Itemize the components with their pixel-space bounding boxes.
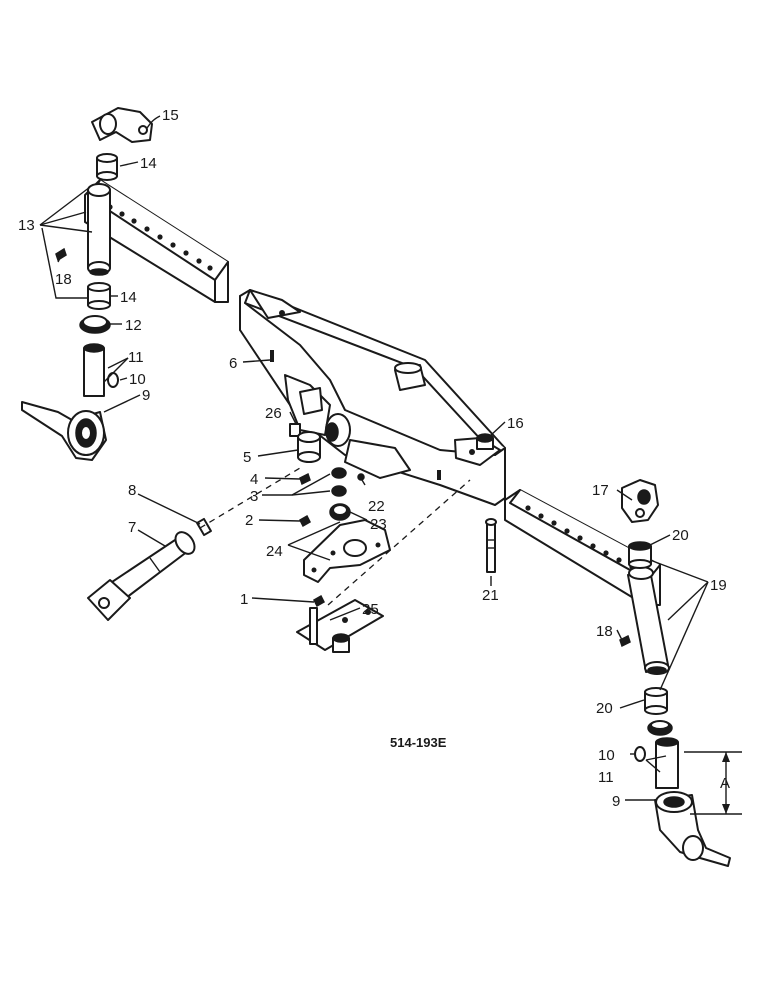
centerline-plate — [327, 479, 471, 606]
right-extension-arm — [504, 489, 670, 675]
callout-12: 12 — [125, 317, 142, 334]
nut-22 — [357, 473, 365, 481]
spindle-9-right — [654, 791, 731, 867]
pin-8 — [196, 517, 212, 537]
leader-lines — [39, 115, 709, 801]
fitting-2 — [299, 514, 311, 528]
callout-7: 7 — [128, 519, 136, 536]
callout-14-bottom: 14 — [120, 289, 137, 306]
fitting-4 — [299, 472, 311, 486]
clamp-17 — [621, 479, 659, 523]
left-extension-arm — [84, 179, 229, 303]
callout-6: 6 — [229, 355, 237, 372]
callout-5: 5 — [243, 449, 251, 466]
bushing-14-bottom — [87, 282, 111, 310]
callout-19: 19 — [710, 577, 727, 594]
callout-9-left: 9 — [142, 387, 150, 404]
callout-3: 3 — [250, 488, 258, 505]
callout-4: 4 — [250, 471, 258, 488]
seal-right — [647, 720, 673, 736]
seal-23 — [329, 503, 351, 521]
kingpin-11-left — [83, 343, 105, 397]
callout-20-bottom: 20 — [596, 700, 613, 717]
callout-20-top: 20 — [672, 527, 689, 544]
callout-26: 26 — [265, 405, 282, 422]
bushing-14-top — [96, 153, 118, 181]
plate-25 — [296, 599, 384, 653]
bushing-20-bottom — [644, 687, 668, 715]
grease-fitting-18-right — [619, 634, 631, 648]
bolt-21 — [485, 518, 497, 573]
pivot-pin-7 — [87, 531, 196, 621]
callout-24: 24 — [266, 543, 283, 560]
callout-10-left: 10 — [129, 371, 146, 388]
key-10-left — [107, 372, 119, 388]
callout-9-right: 9 — [612, 793, 620, 810]
dimension-a — [684, 751, 742, 815]
centerline-pin — [199, 467, 301, 529]
callout-23: 23 — [370, 516, 387, 533]
callout-11-right: 11 — [598, 769, 614, 786]
fitting-1 — [313, 594, 325, 608]
callout-labels: 15 14 13 18 14 12 11 10 9 6 16 26 5 4 3 … — [18, 107, 730, 810]
callout-8: 8 — [128, 482, 136, 499]
sleeve-26 — [289, 423, 301, 437]
key-10-right — [634, 746, 646, 762]
callout-11-left: 11 — [128, 349, 144, 366]
callout-17: 17 — [592, 482, 609, 499]
callout-1: 1 — [240, 591, 248, 608]
washer-3 — [331, 467, 347, 497]
clamp-15 — [91, 107, 153, 143]
callout-16: 16 — [507, 415, 524, 432]
drawing-code: 514-193E — [390, 735, 447, 750]
callout-13: 13 — [18, 217, 35, 234]
callout-18-left: 18 — [55, 271, 72, 288]
callout-21: 21 — [482, 587, 499, 604]
callout-15: 15 — [162, 107, 179, 124]
axle-center-beam — [239, 289, 506, 506]
callout-18-right: 18 — [596, 623, 613, 640]
callout-2: 2 — [245, 512, 253, 529]
callout-14-top: 14 — [140, 155, 157, 172]
bracket-24 — [303, 519, 391, 583]
dimension-a-label: A — [720, 775, 730, 792]
seal-12 — [79, 315, 111, 334]
callout-22: 22 — [368, 498, 385, 515]
spindle-9-left — [21, 401, 107, 461]
callout-25: 25 — [362, 601, 379, 618]
bushing-20-top — [628, 541, 652, 569]
kingpin-11-right — [655, 737, 679, 789]
bushing-16 — [476, 433, 494, 450]
callout-10-right: 10 — [598, 747, 615, 764]
bushing-5 — [297, 431, 321, 463]
